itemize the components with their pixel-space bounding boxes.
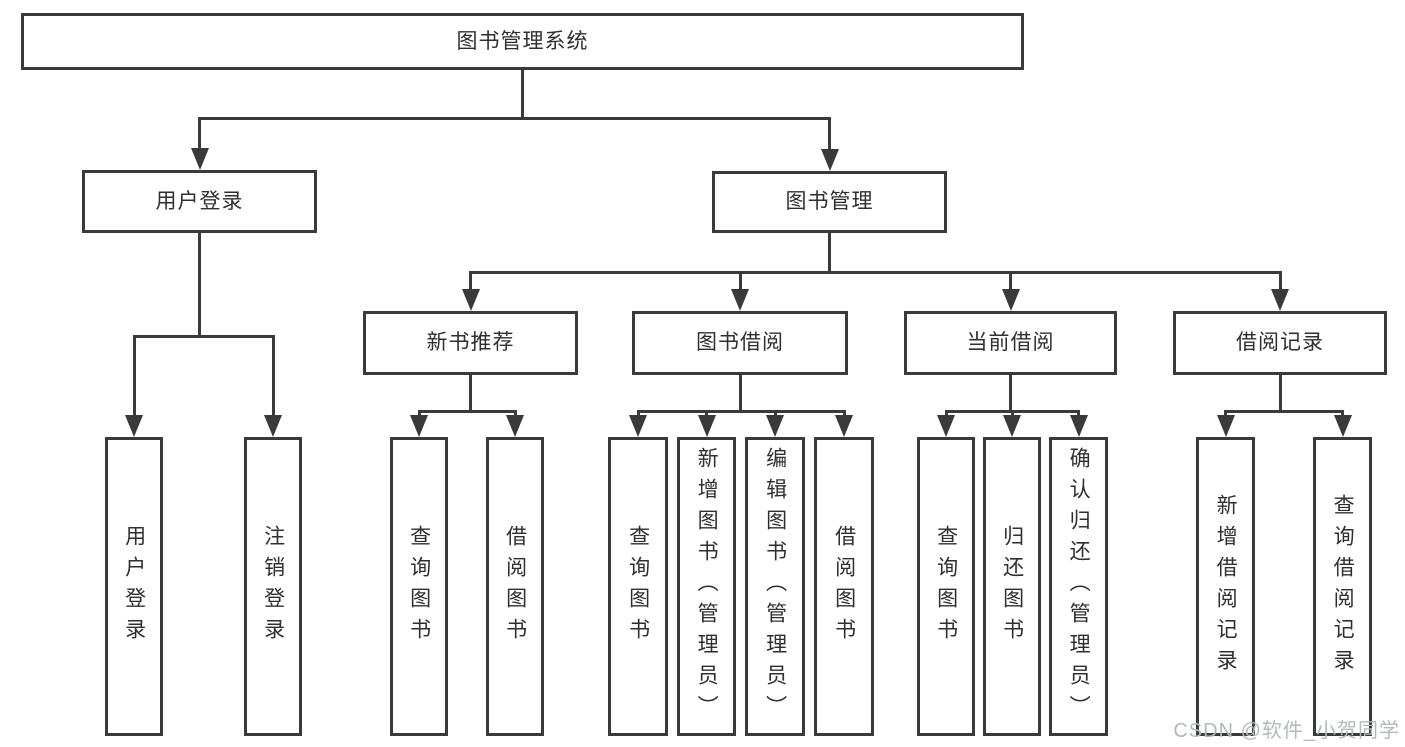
leaf-query-books: 查询图书: [390, 437, 448, 736]
leaf-borrow-books: 借阅图书: [486, 437, 544, 736]
node-book-borrowing: 图书借阅: [632, 311, 848, 375]
node-book-borrowing-label: 图书借阅: [696, 331, 784, 355]
node-current-borrowing-label: 当前借阅: [966, 331, 1055, 355]
leaf-add-books-admin-label: 新增图书（管理员）: [695, 447, 719, 726]
connector-drop: [828, 117, 831, 155]
arrowhead-down-icon: [1001, 289, 1020, 311]
leaf-logout: 注销登录: [244, 437, 302, 736]
connector-bar: [417, 410, 517, 413]
arrowhead-down-icon: [1069, 415, 1088, 437]
arrowhead-down-icon: [1003, 415, 1021, 437]
connector-stem: [1009, 375, 1012, 413]
leaf-add-borrow-record: 新增借阅记录: [1196, 437, 1255, 736]
watermark-text: CSDN @软件_小贺同学: [1173, 720, 1400, 742]
connector-drop: [132, 335, 136, 421]
connector-drop: [198, 117, 201, 154]
node-new-book-recommendation-label: 新书推荐: [426, 331, 515, 355]
leaf-query-books-label: 查询图书: [626, 524, 650, 649]
leaf-query-books: 查询图书: [917, 437, 975, 736]
leaf-return-books: 归还图书: [983, 437, 1041, 736]
leaf-return-books-label: 归还图书: [1000, 524, 1024, 649]
arrowhead-down-icon: [190, 148, 209, 170]
node-user-login: 用户登录: [82, 170, 317, 233]
arrowhead-down-icon: [1271, 289, 1289, 311]
leaf-confirm-return-admin-label: 确认归还（管理员）: [1067, 447, 1091, 726]
connector-bar: [636, 410, 846, 413]
arrowhead-down-icon: [125, 415, 143, 437]
connector-stem: [738, 375, 742, 413]
connector-bar: [469, 271, 1282, 274]
arrowhead-down-icon: [820, 149, 839, 171]
leaf-edit-books-admin: 编辑图书（管理员）: [745, 437, 805, 736]
arrowhead-down-icon: [506, 415, 524, 437]
arrowhead-down-icon: [461, 289, 480, 311]
connector-drop: [1009, 271, 1012, 295]
arrowhead-down-icon: [629, 415, 647, 437]
connector-bar: [1224, 410, 1344, 413]
connector-stem: [828, 233, 831, 274]
arrowhead-down-icon: [1216, 415, 1235, 437]
node-new-book-recommendation: 新书推荐: [363, 311, 578, 375]
leaf-user-login: 用户登录: [105, 437, 163, 736]
leaf-logout-label: 注销登录: [261, 524, 285, 649]
arrowhead-down-icon: [835, 415, 853, 437]
connector-drop: [469, 271, 472, 295]
leaf-edit-books-admin-label: 编辑图书（管理员）: [763, 447, 787, 726]
arrowhead-down-icon: [697, 415, 716, 437]
arrowhead-down-icon: [731, 289, 749, 311]
connector-stem: [469, 375, 472, 413]
node-borrowing-records-label: 借阅记录: [1236, 331, 1324, 355]
connector-drop: [1278, 271, 1282, 295]
node-current-borrowing: 当前借阅: [904, 311, 1117, 375]
leaf-query-books-label: 查询图书: [407, 524, 431, 649]
leaf-add-borrow-record-label: 新增借阅记录: [1214, 493, 1238, 680]
node-library-management-system: 图书管理系统: [21, 13, 1024, 70]
leaf-user-login-label: 用户登录: [122, 524, 146, 649]
leaf-borrow-books: 借阅图书: [814, 437, 874, 736]
connector-bar: [132, 335, 275, 338]
connector-stem: [198, 233, 201, 338]
leaf-query-borrow-record: 查询借阅记录: [1313, 437, 1372, 736]
connector-stem: [1278, 375, 1282, 413]
node-user-login-label: 用户登录: [155, 189, 244, 213]
arrowhead-down-icon: [264, 415, 282, 437]
leaf-confirm-return-admin: 确认归还（管理员）: [1049, 437, 1108, 736]
node-borrowing-records: 借阅记录: [1173, 311, 1387, 375]
connector-drop: [738, 271, 742, 295]
leaf-borrow-books-label: 借阅图书: [503, 524, 527, 649]
node-book-management-label: 图书管理: [785, 190, 874, 214]
leaf-query-books-label: 查询图书: [934, 524, 958, 649]
leaf-borrow-books-label: 借阅图书: [832, 524, 856, 649]
arrowhead-down-icon: [937, 415, 955, 437]
connector-stem: [521, 70, 524, 120]
leaf-query-borrow-record-label: 查询借阅记录: [1331, 493, 1355, 680]
node-library-management-system-label: 图书管理系统: [456, 29, 589, 53]
node-book-management: 图书管理: [712, 171, 947, 233]
arrowhead-down-icon: [1333, 415, 1352, 437]
arrowhead-down-icon: [410, 415, 428, 437]
leaf-query-books: 查询图书: [608, 437, 668, 736]
connector-bar: [198, 117, 831, 120]
arrowhead-down-icon: [766, 415, 784, 437]
leaf-add-books-admin: 新增图书（管理员）: [677, 437, 736, 736]
connector-drop: [271, 335, 275, 421]
